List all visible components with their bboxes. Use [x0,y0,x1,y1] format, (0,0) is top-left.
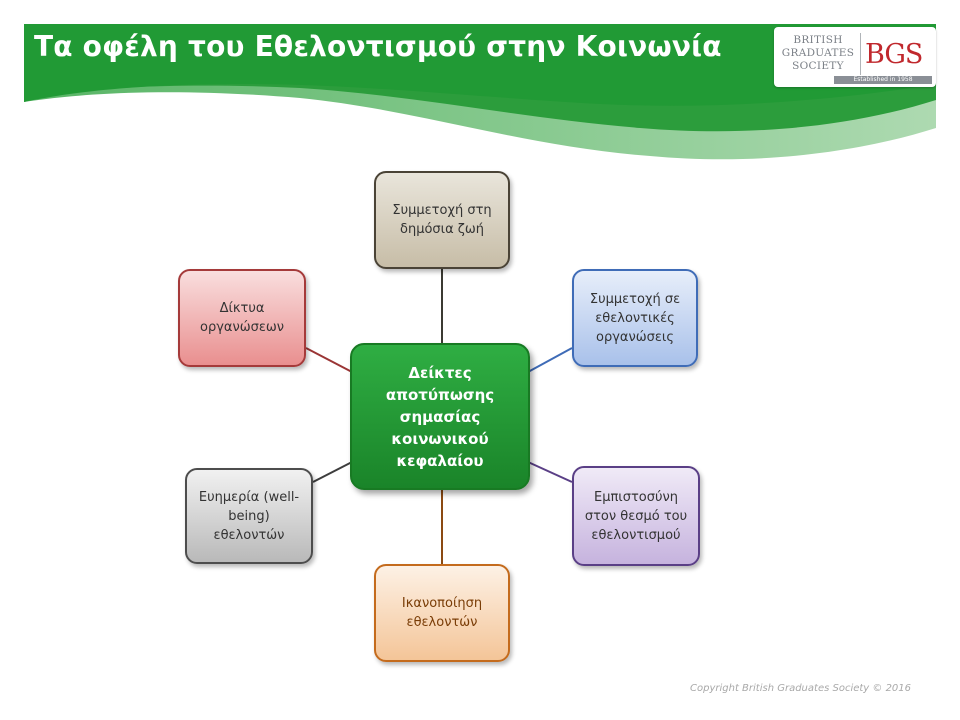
node-volunteer-org-participation: Συμμετοχή σε εθελοντικές οργανώσεις [572,269,698,367]
logo-line-society: SOCIETY [792,60,844,72]
node-volunteer-wellbeing: Ευημερία (well-being) εθελοντών [185,468,313,564]
logo-divider [860,33,861,75]
node-volunteer-satisfaction: Ικανοποίηση εθελοντών [374,564,510,662]
logo-line-british: BRITISH [793,34,843,46]
connector-left-bottom [312,461,353,483]
connector-right-bottom [527,461,573,483]
node-public-life-participation: Συμμετοχή στη δημόσια ζωή [374,171,510,269]
copyright-notice: Copyright British Graduates Society © 20… [690,683,912,694]
logo-established: Established in 1958 [834,76,932,84]
page-title: Τα οφέλη του Εθελοντισμού στην Κοινωνία [34,30,722,63]
node-trust-in-volunteering: Εμπιστοσύνη στον θεσμό του εθελοντισμού [572,466,700,566]
node-social-capital-indicators: Δείκτες αποτύπωσης σημασίας κοινωνικού κ… [350,343,530,490]
title-banner [24,24,936,160]
connector-right-top [527,347,573,373]
bgs-logo: BRITISH GRADUATES SOCIETY BGS Establishe… [774,27,936,87]
connector-left-top [305,347,353,373]
logo-line-graduates: GRADUATES [781,47,855,59]
node-organization-networks: Δίκτυα οργανώσεων [178,269,306,367]
logo-wordmark: BRITISH GRADUATES SOCIETY [778,34,858,73]
logo-monogram: BGS [865,39,923,70]
banner-main [24,24,936,106]
